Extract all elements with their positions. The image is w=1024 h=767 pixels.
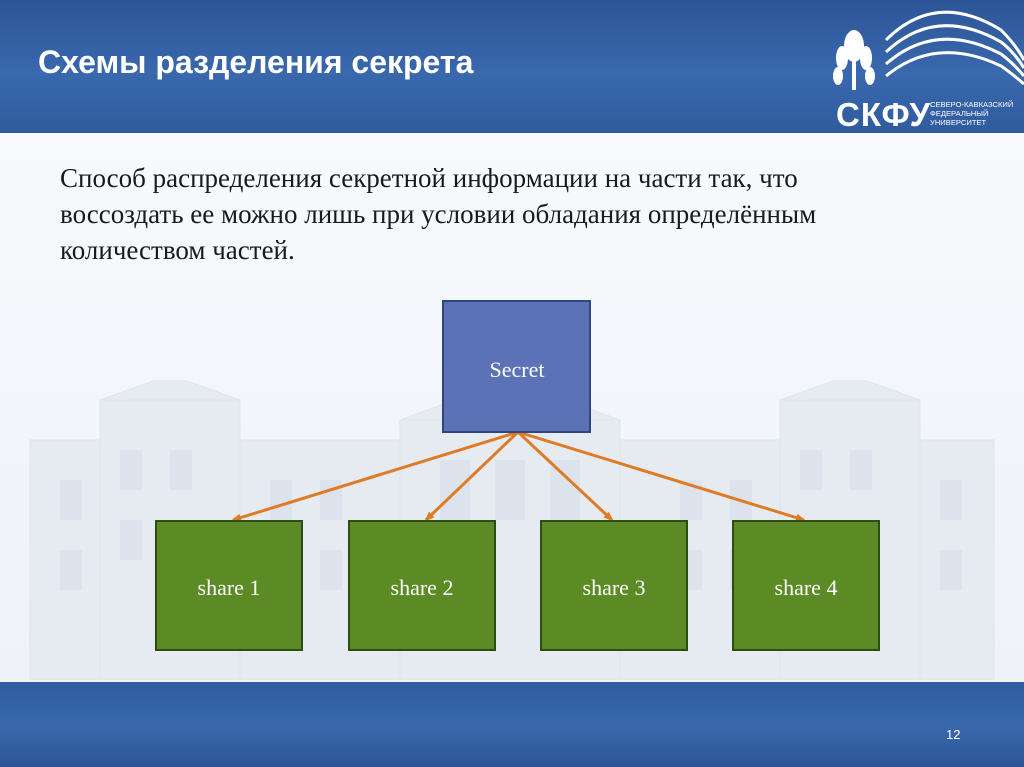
logo-subtitle-line: ФЕДЕРАЛЬНЫЙ xyxy=(930,109,989,118)
footer-bar xyxy=(0,682,1024,767)
node-share-2: share 2 xyxy=(348,520,496,651)
slide-title: Схемы разделения секрета xyxy=(38,44,474,80)
node-secret-box xyxy=(442,300,591,433)
university-logo xyxy=(833,10,1024,90)
node-secret-label: Secret xyxy=(490,357,545,382)
arrow-to-share-1 xyxy=(231,430,519,522)
arrow-to-share-4 xyxy=(517,430,806,522)
node-share-1-box xyxy=(155,520,303,651)
node-share-1: share 1 xyxy=(155,520,303,651)
node-share-1-label: share 1 xyxy=(198,575,261,600)
logo-subtitle-line: СЕВЕРО-КАВКАЗСКИЙ xyxy=(930,100,1014,109)
node-share-2-label: share 2 xyxy=(391,575,454,600)
page-number: 12 xyxy=(946,727,961,742)
node-share-4: share 4 xyxy=(732,520,880,651)
logo-subtitle-line: УНИВЕРСИТЕТ xyxy=(930,118,987,127)
logo-abbreviation: СКФУ xyxy=(836,96,931,133)
arrow-to-share-3 xyxy=(516,430,614,522)
arrow-to-share-2 xyxy=(424,430,520,522)
node-share-3: share 3 xyxy=(540,520,688,651)
node-share-4-label: share 4 xyxy=(775,575,838,600)
node-share-4-box xyxy=(732,520,880,651)
node-share-3-box xyxy=(540,520,688,651)
definition-text: Способ распределения секретной информаци… xyxy=(60,163,817,265)
node-share-3-label: share 3 xyxy=(583,575,646,600)
logo-subtitle: СЕВЕРО-КАВКАЗСКИЙ ФЕДЕРАЛЬНЫЙ УНИВЕРСИТЕ… xyxy=(930,100,1013,127)
node-secret: Secret xyxy=(442,300,591,433)
node-share-2-box xyxy=(348,520,496,651)
